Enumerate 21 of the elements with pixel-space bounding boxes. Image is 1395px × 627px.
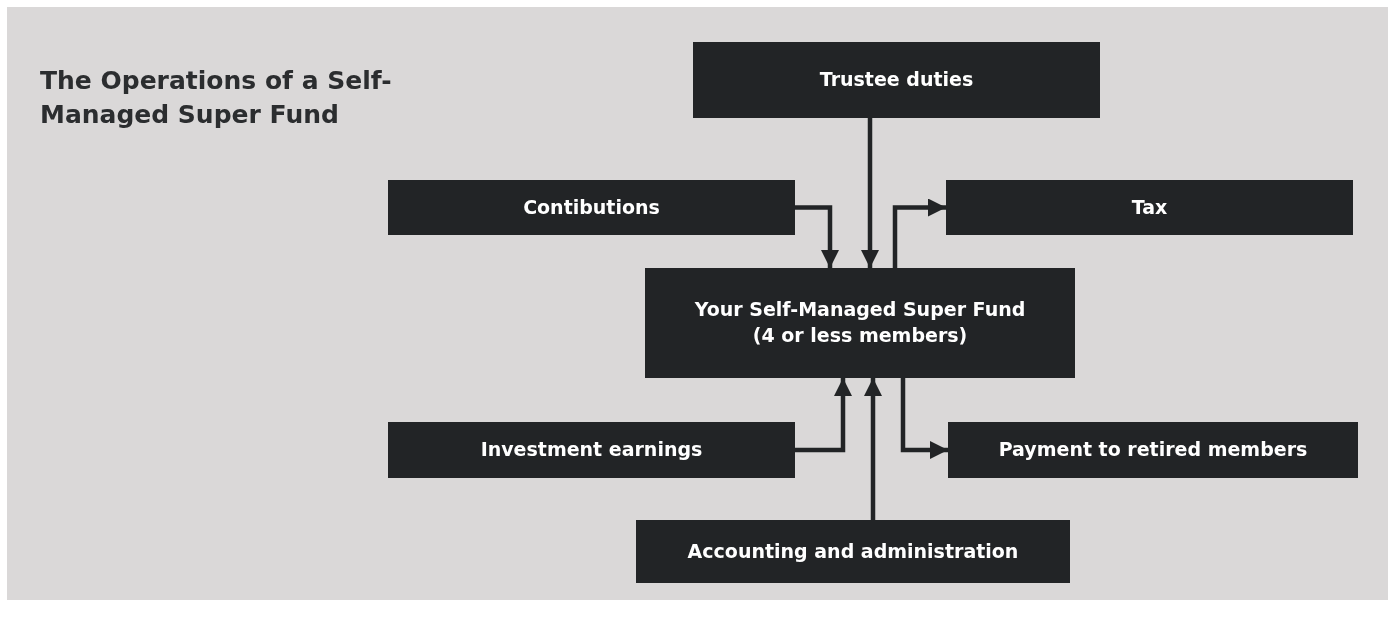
box-label: Tax — [1131, 194, 1168, 220]
box-label: Accounting and administration — [687, 538, 1019, 564]
process-box — [946, 180, 1353, 235]
diagram-title: The Operations of a Self-Managed Super Fund — [40, 65, 393, 131]
arrow — [795, 205, 839, 268]
process-box — [645, 268, 1075, 378]
arrow — [861, 118, 879, 268]
box-label: Your Self-Managed Super Fund (4 or less members) — [693, 297, 1027, 348]
arrow — [795, 378, 852, 453]
process-box — [388, 422, 795, 478]
box-label: Contibutions — [523, 194, 660, 220]
box-label: Trustee duties — [819, 67, 974, 93]
process-box — [388, 180, 795, 235]
process-box — [636, 520, 1070, 583]
arrow — [864, 378, 882, 520]
process-box — [948, 422, 1358, 478]
arrow — [900, 378, 948, 459]
arrow — [892, 198, 946, 268]
box-label: Investment earnings — [480, 437, 703, 463]
process-box — [693, 42, 1100, 118]
box-label: Payment to retired members — [998, 437, 1308, 463]
